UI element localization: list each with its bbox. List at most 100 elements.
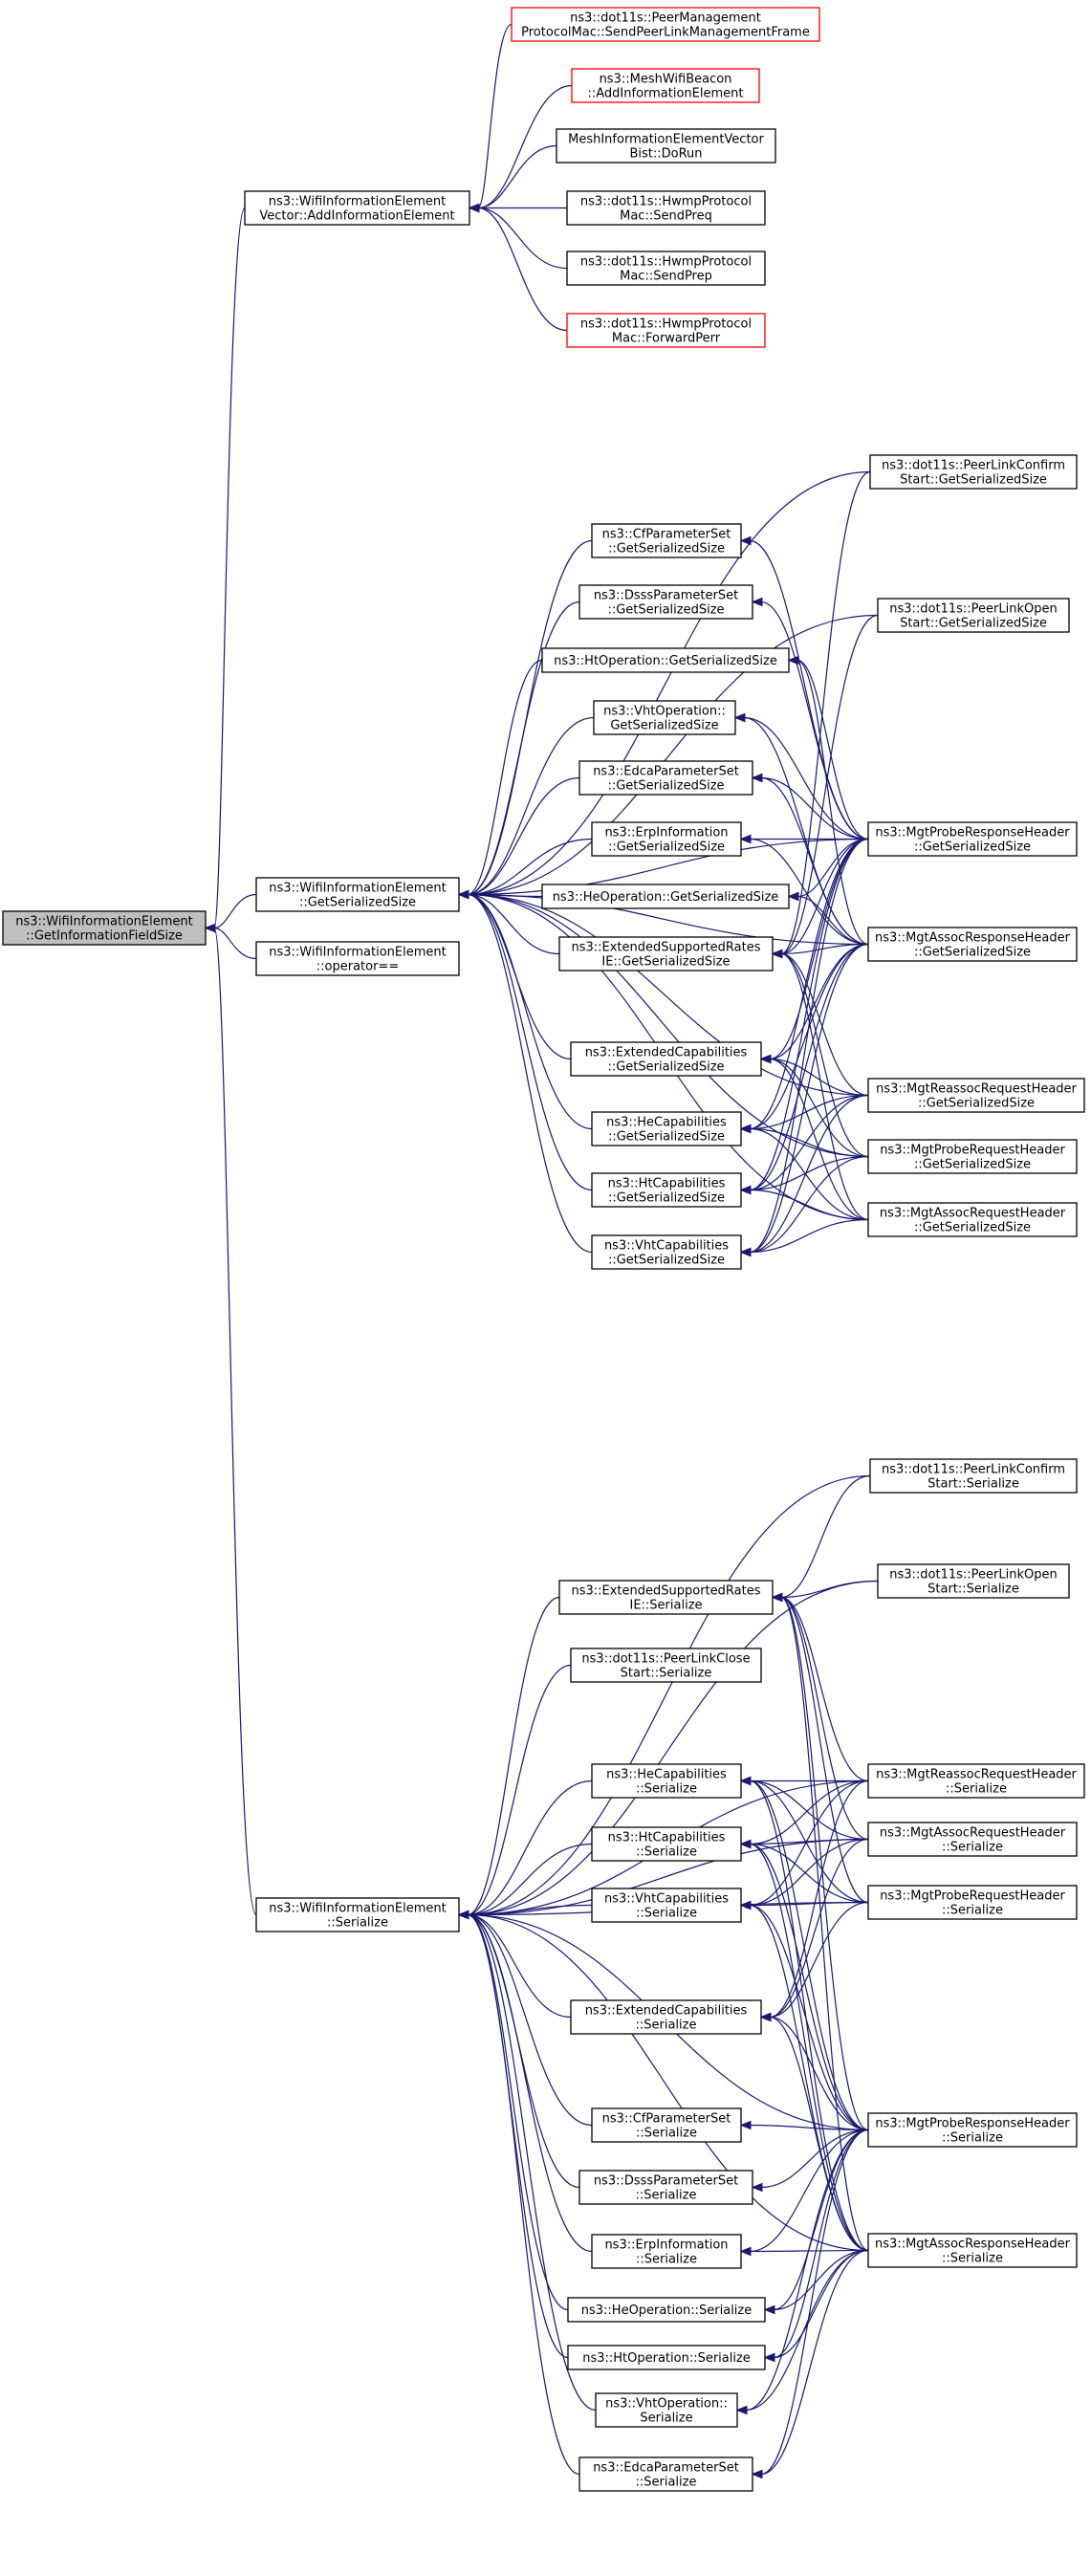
node-label-line: ns3::VhtOperation::: [603, 705, 726, 719]
node-box: [867, 1885, 1078, 1920]
node-box: [591, 821, 742, 857]
node-label-line: ns3::MgtAssocRequestHeader: [880, 1207, 1066, 1221]
node-mprobersp-ser[interactable]: ns3::MgtProbeResponseHeader::Serialize: [867, 2112, 1078, 2148]
edge-massocreq-ser-to-extcap-ser: [759, 1838, 869, 2022]
node-erp-gss[interactable]: ns3::ErpInformation::GetSerializedSize: [591, 821, 742, 857]
edge-ie-vec-add-to-root: [204, 207, 246, 933]
node-erp-ser[interactable]: ns3::ErpInformation::Serialize: [591, 2234, 742, 2269]
node-edca-gss[interactable]: ns3::EdcaParameterSet::GetSerializedSize: [578, 760, 753, 796]
node-peer-mgmt-send[interactable]: ns3::dot11s::PeerManagementProtocolMac::…: [511, 7, 820, 42]
node-hecap-gss[interactable]: ns3::HeCapabilities::GetSerializedSize: [591, 1111, 742, 1146]
node-massocreq-ser[interactable]: ns3::MgtAssocRequestHeader::Serialize: [867, 1822, 1078, 1857]
node-mprobersp-gss[interactable]: ns3::MgtProbeResponseHeader::GetSerializ…: [867, 821, 1078, 857]
node-heop-gss[interactable]: ns3::HeOperation::GetSerializedSize: [541, 884, 790, 909]
node-label-line: ::Serialize: [636, 2253, 697, 2267]
node-box: [570, 1648, 762, 1683]
node-label-line: Bist::DoRun: [629, 147, 702, 162]
node-hwmp-fwdperr[interactable]: ns3::dot11s::HwmpProtocolMac::ForwardPer…: [566, 313, 766, 348]
edge-mprobereq-gss-to-esr-gss: [771, 949, 869, 1158]
node-box: [869, 454, 1078, 490]
node-plclose-ser[interactable]: ns3::dot11s::PeerLinkCloseStart::Seriali…: [570, 1648, 762, 1683]
node-label-line: ::GetSerializedSize: [607, 603, 724, 618]
node-label-line: ::GetSerializedSize: [914, 946, 1031, 960]
edge-massocreq-gss-to-htcap-gss: [739, 1185, 869, 1221]
node-edca-ser[interactable]: ns3::EdcaParameterSet::Serialize: [578, 2456, 753, 2492]
node-vhtop-ser[interactable]: ns3::VhtOperation::Serialize: [595, 2392, 738, 2428]
node-plo-gss[interactable]: ns3::dot11s::PeerLinkOpenStart::GetSeria…: [877, 598, 1070, 633]
node-plo-ser[interactable]: ns3::dot11s::PeerLinkOpenStart::Serializ…: [877, 1563, 1070, 1599]
edge-heop-ser-to-wie-ser: [457, 1910, 569, 2311]
node-label-line: ns3::CfParameterSet: [602, 528, 731, 542]
node-label-line: ns3::ExtendedSupportedRates: [571, 941, 760, 955]
node-vhtcap-ser[interactable]: ns3::VhtCapabilities::Serialize: [591, 1888, 742, 1923]
node-vhtcap-gss[interactable]: ns3::VhtCapabilities::GetSerializedSize: [591, 1234, 742, 1270]
node-wie-ser[interactable]: ns3::WifiInformationElement::Serialize: [255, 1897, 460, 1932]
node-dsss-ser[interactable]: ns3::DsssParameterSet::Serialize: [578, 2170, 753, 2205]
node-wie-gss[interactable]: ns3::WifiInformationElement::GetSerializ…: [255, 877, 460, 912]
node-massocrsp-ser[interactable]: ns3::MgtAssocResponseHeader::Serialize: [867, 2233, 1078, 2268]
node-cf-ser[interactable]: ns3::CfParameterSet::Serialize: [591, 2107, 742, 2143]
node-hecap-ser[interactable]: ns3::HeCapabilities::Serialize: [591, 1763, 742, 1799]
node-label-line: ns3::HeOperation::Serialize: [581, 2303, 753, 2318]
node-label-line: ProtocolMac::SendPeerLinkManagementFrame: [521, 26, 810, 40]
node-box: [255, 877, 460, 912]
node-heop-ser[interactable]: ns3::HeOperation::Serialize: [567, 2297, 766, 2323]
node-label-line: ns3::ErpInformation: [604, 826, 728, 840]
node-htcap-ser[interactable]: ns3::HtCapabilities::Serialize: [591, 1826, 742, 1862]
node-mreassocreq-gss[interactable]: ns3::MgtReassocRequestHeader::GetSeriali…: [867, 1078, 1085, 1113]
node-label-line: ::GetSerializedSize: [608, 1130, 725, 1145]
edge-massocrsp-ser-to-edca-ser: [751, 2249, 869, 2479]
graph-nodes: ns3::WifiInformationElement::GetInformat…: [2, 7, 1085, 2492]
node-extcap-ser[interactable]: ns3::ExtendedCapabilities::Serialize: [570, 1999, 762, 2035]
node-ie-vec-add[interactable]: ns3::WifiInformationElementVector::AddIn…: [244, 190, 470, 226]
node-label-line: ::GetSerializedSize: [914, 840, 1031, 855]
node-htop-gss[interactable]: ns3::HtOperation::GetSerializedSize: [541, 647, 790, 673]
node-mprobereq-gss[interactable]: ns3::MgtProbeRequestHeader::GetSerialize…: [867, 1139, 1078, 1174]
node-massocreq-gss[interactable]: ns3::MgtAssocRequestHeader::GetSerialize…: [867, 1202, 1078, 1237]
node-box: [867, 821, 1078, 857]
node-box: [591, 2234, 742, 2269]
node-label-line: ::Serialize: [636, 2476, 697, 2490]
node-htop-ser[interactable]: ns3::HtOperation::Serialize: [567, 2345, 766, 2370]
node-extcap-gss[interactable]: ns3::ExtendedCapabilities::GetSerialized…: [570, 1041, 762, 1077]
node-label-line: Mac::SendPreq: [620, 209, 712, 224]
node-label-line: ns3::MgtAssocResponseHeader: [875, 2238, 1071, 2252]
node-label-line: ns3::EdcaParameterSet: [593, 2461, 739, 2476]
node-htcap-gss[interactable]: ns3::HtCapabilities::GetSerializedSize: [591, 1172, 742, 1208]
node-mesh-beacon-add[interactable]: ns3::MeshWifiBeacon::AddInformationEleme…: [571, 68, 760, 103]
node-cf-gss[interactable]: ns3::CfParameterSet::GetSerializedSize: [591, 523, 742, 558]
node-label-line: ns3::HtCapabilities: [608, 1831, 726, 1845]
node-label-line: IE::Serialize: [629, 1599, 702, 1613]
node-vhtop-gss[interactable]: ns3::VhtOperation::GetSerializedSize: [593, 700, 736, 735]
node-label-line: ::Serialize: [636, 1845, 697, 1860]
edge-wie-ser-to-root: [204, 923, 257, 1916]
node-label-line: ns3::MgtAssocResponseHeader: [875, 931, 1071, 946]
node-label-line: ::Serialize: [636, 1907, 697, 1921]
edge-massocrsp-ser-to-heop-ser: [763, 2249, 869, 2315]
node-plc-ser[interactable]: ns3::dot11s::PeerLinkConfirmStart::Seria…: [869, 1458, 1078, 1494]
node-box: [877, 598, 1070, 633]
node-massocrsp-gss[interactable]: ns3::MgtAssocResponseHeader::GetSerializ…: [867, 927, 1078, 962]
node-mreassocreq-ser[interactable]: ns3::MgtReassocRequestHeader::Serialize: [867, 1763, 1085, 1799]
node-label-line: ::GetSerializedSize: [608, 542, 725, 557]
node-label-line: ns3::dot11s::PeerLinkConfirm: [882, 459, 1065, 473]
node-esr-gss[interactable]: ns3::ExtendedSupportedRatesIE::GetSerial…: [558, 936, 774, 971]
node-label-line: ::GetSerializedSize: [608, 840, 725, 855]
node-root[interactable]: ns3::WifiInformationElement::GetInformat…: [2, 910, 207, 946]
node-wie-eq[interactable]: ns3::WifiInformationElement::operator==: [255, 941, 460, 976]
node-plc-gss[interactable]: ns3::dot11s::PeerLinkConfirmStart::GetSe…: [869, 454, 1078, 490]
node-label-line: GetSerializedSize: [610, 719, 718, 733]
node-label-line: ::Serialize: [636, 2189, 697, 2203]
node-mprobereq-ser[interactable]: ns3::MgtProbeRequestHeader::Serialize: [867, 1885, 1078, 1920]
node-dsss-gss[interactable]: ns3::DsssParameterSet::GetSerializedSize: [578, 584, 753, 620]
node-label-line: ::Serialize: [946, 1782, 1007, 1797]
edge-htcap-gss-to-wie-gss: [457, 889, 593, 1191]
node-box: [571, 68, 760, 103]
node-label-line: ns3::dot11s::HwmpProtocol: [580, 195, 752, 209]
edge-massocrsp-ser-to-esr-ser: [771, 1592, 869, 2252]
edge-massocreq-gss-to-extcap-gss: [759, 1054, 869, 1221]
